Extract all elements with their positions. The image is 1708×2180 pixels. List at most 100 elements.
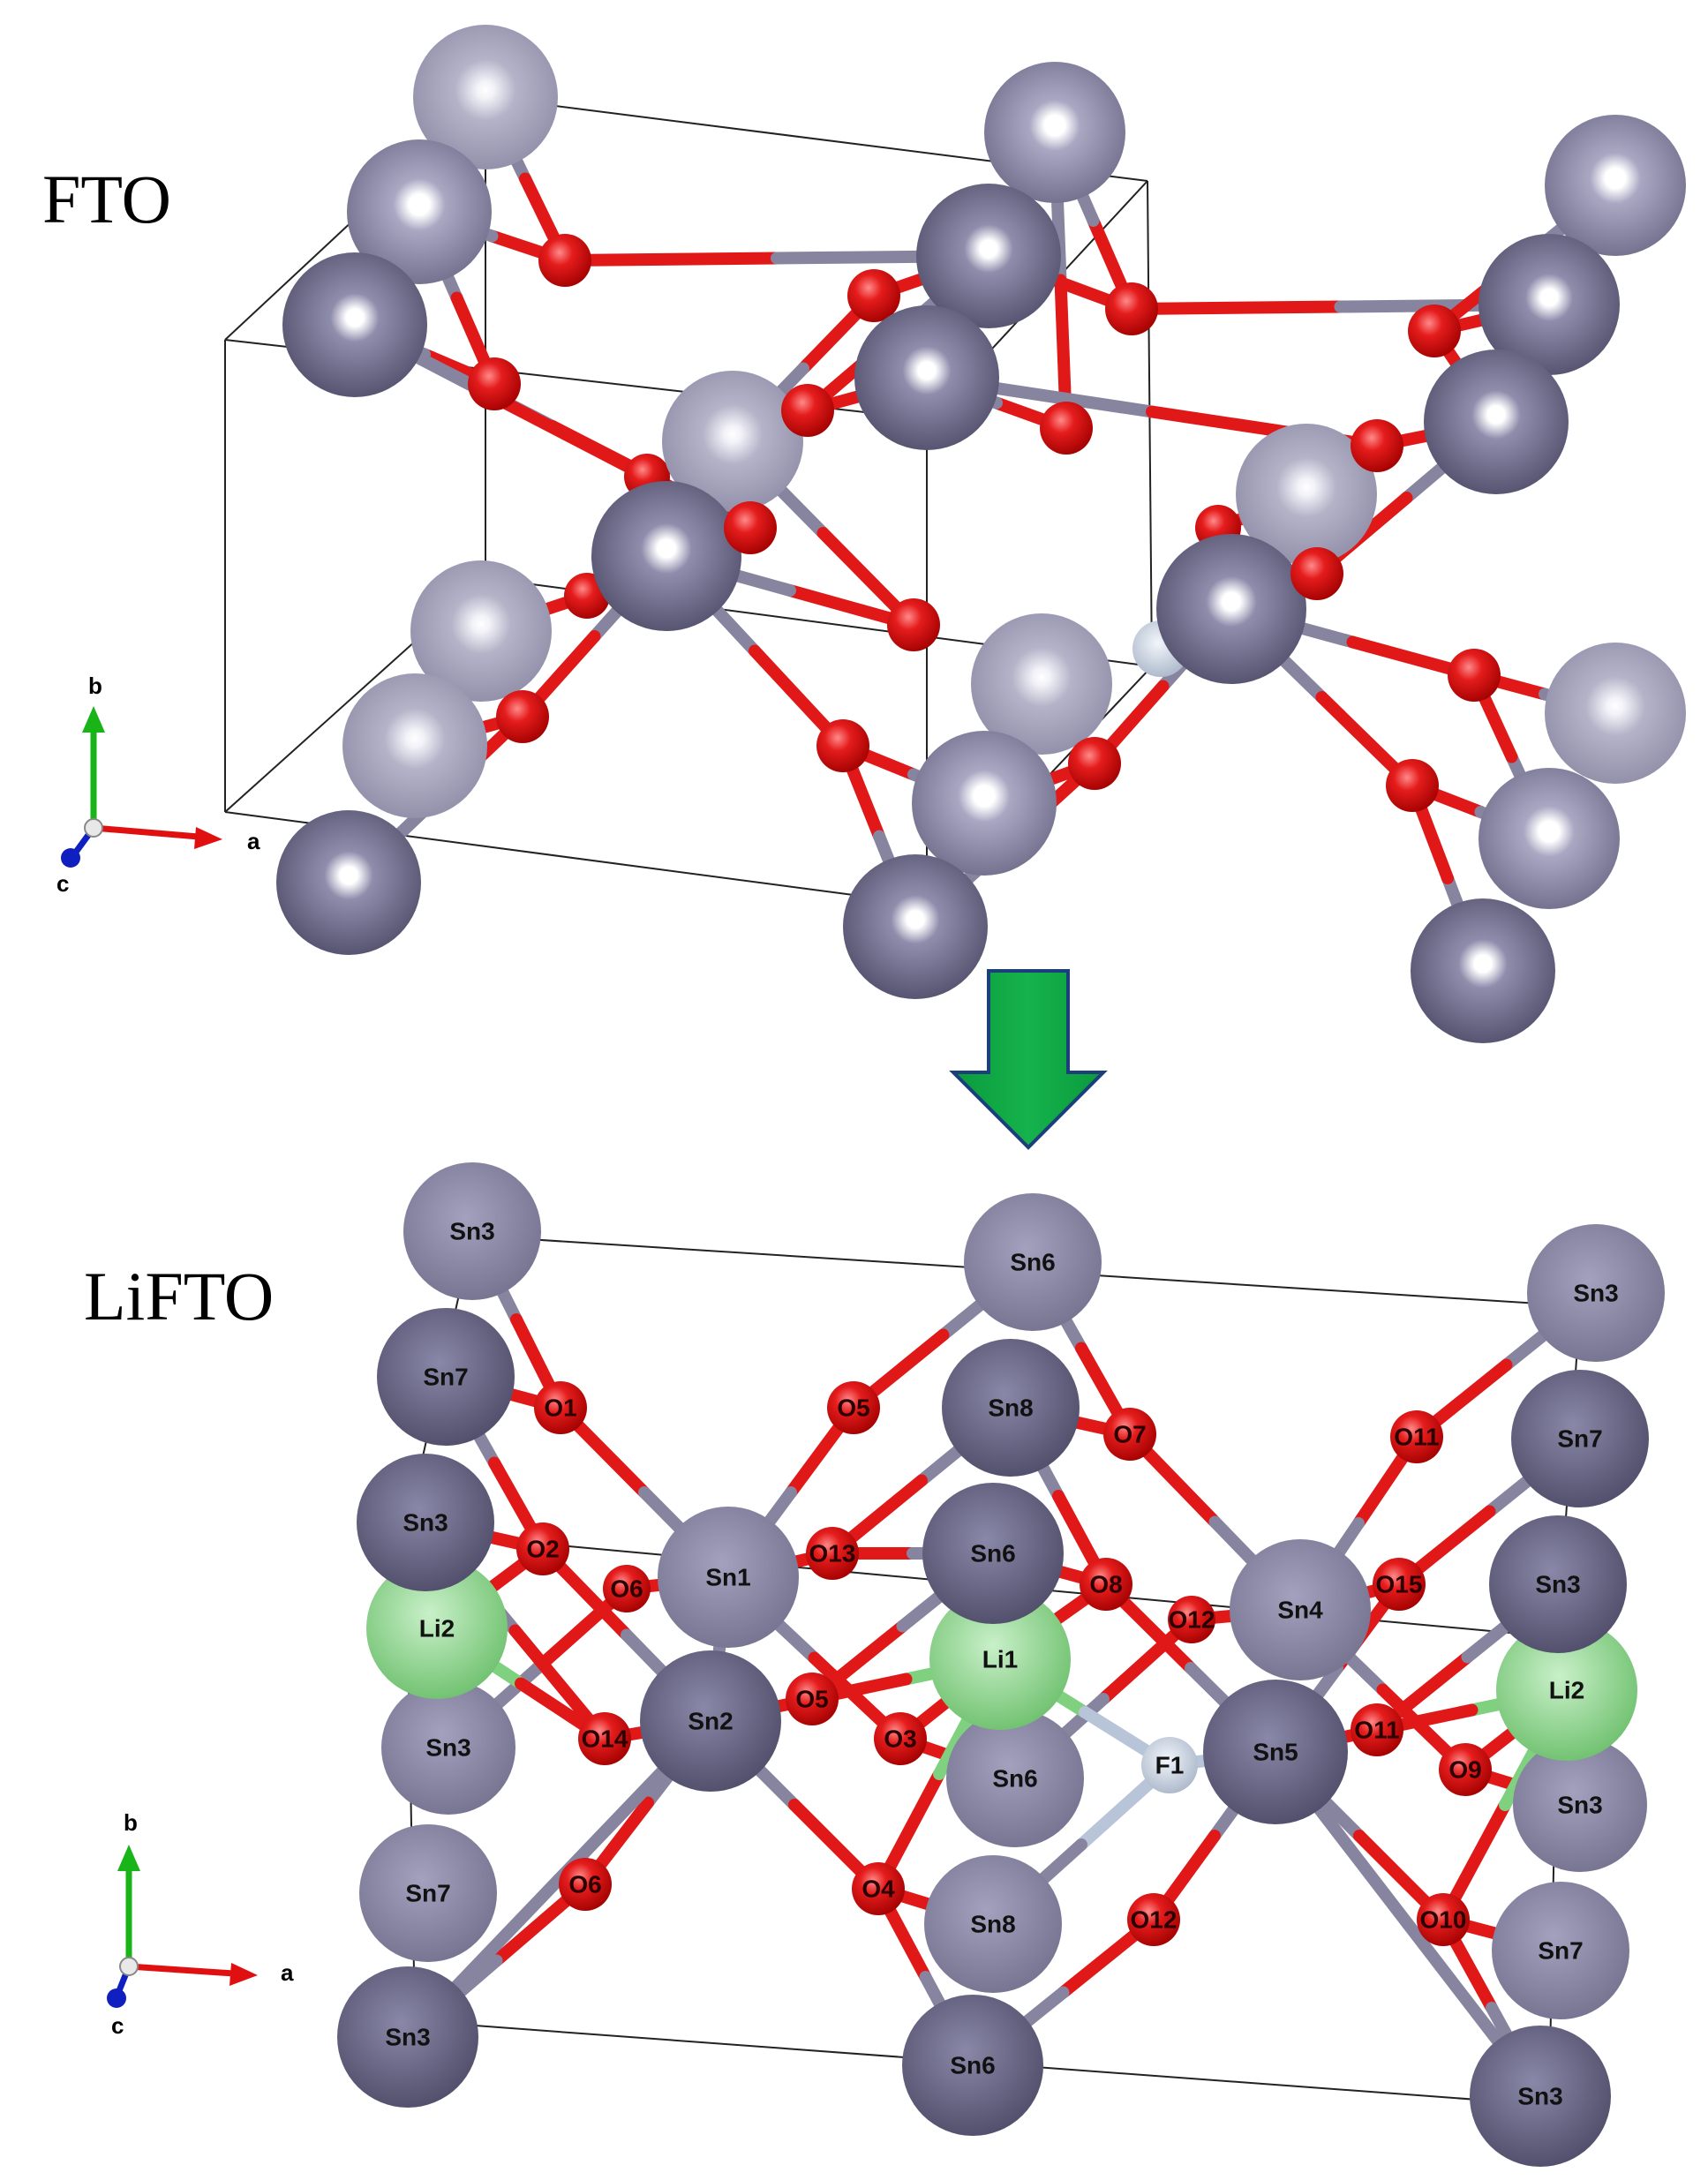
sn6-atom <box>922 1483 1064 1624</box>
sn-atom <box>912 731 1057 876</box>
c-axis-head-top <box>61 848 80 868</box>
o13-label: O13 <box>809 1539 856 1567</box>
sn5-label: Sn5 <box>1253 1738 1298 1765</box>
sn7-atom <box>377 1308 515 1446</box>
sn7-label: Sn7 <box>1538 1936 1583 1964</box>
sn7-label: Sn7 <box>1557 1425 1602 1452</box>
o9-label: O9 <box>1448 1755 1481 1783</box>
sn6-atom <box>964 1193 1102 1331</box>
sn3-label: Sn3 <box>403 1508 448 1536</box>
sn3-atom <box>1527 1224 1665 1362</box>
sn3-label: Sn3 <box>1573 1279 1618 1306</box>
o5-atom <box>786 1673 839 1725</box>
o11-atom <box>1351 1703 1403 1756</box>
sn-atom <box>984 62 1125 203</box>
o2-atom <box>516 1522 569 1575</box>
o11-label: O11 <box>1354 1716 1399 1743</box>
sn-atom <box>413 25 558 169</box>
sn3-atom <box>337 1966 478 2108</box>
sn6-atom <box>902 1995 1043 2136</box>
title-lifto: LiFTO <box>84 1258 274 1334</box>
cell-edge <box>1147 180 1153 667</box>
sn1-label: Sn1 <box>705 1563 750 1590</box>
o5-label: O5 <box>795 1685 828 1712</box>
li1-atom <box>929 1589 1071 1730</box>
sn-atom <box>854 305 999 450</box>
o10-atom <box>1417 1893 1470 1946</box>
o3-atom <box>874 1712 927 1765</box>
sn-atom <box>1411 898 1555 1043</box>
o15-label: O15 <box>1376 1570 1423 1597</box>
o-atom <box>847 269 900 322</box>
o-atom <box>781 384 834 437</box>
sn3-atom <box>357 1454 494 1591</box>
sn6-atom <box>946 1710 1084 1847</box>
sn-atom <box>276 810 421 955</box>
fto-atoms <box>276 25 1686 1043</box>
o12-atom <box>1168 1596 1215 1643</box>
axis-triad-bottom: b a c <box>107 1809 294 2039</box>
o-atom <box>1448 649 1501 702</box>
li1-label: Li1 <box>982 1645 1018 1673</box>
o6-atom <box>559 1858 612 1911</box>
bond-segment <box>559 252 783 267</box>
o-atom <box>816 719 869 772</box>
o-atom <box>887 598 940 651</box>
o-atom <box>1408 304 1461 357</box>
li2-atom <box>366 1558 508 1699</box>
o10-label: O10 <box>1420 1906 1467 1933</box>
o1-label: O1 <box>544 1394 576 1421</box>
sn3-label: Sn3 <box>1557 1791 1602 1818</box>
sn7-atom <box>1492 1882 1629 2019</box>
sn3-label: Sn3 <box>1535 1570 1580 1597</box>
o7-label: O7 <box>1113 1420 1146 1447</box>
sn3-atom <box>381 1680 515 1815</box>
sn3-atom <box>1470 2026 1611 2167</box>
o-atom <box>1105 282 1158 335</box>
o9-atom <box>1439 1743 1492 1796</box>
axis-label-a-bottom: a <box>281 1959 294 1986</box>
o8-label: O8 <box>1089 1570 1122 1597</box>
sn-atom <box>1545 115 1686 256</box>
fto-structure <box>224 25 1686 1043</box>
b-axis-arrowhead-top <box>82 706 105 733</box>
a-axis-arrowhead-bottom <box>229 1963 258 1986</box>
o-atom <box>1351 419 1403 472</box>
sn3-atom <box>1489 1515 1627 1653</box>
o1-atom <box>534 1381 587 1434</box>
sn-atom <box>342 673 487 818</box>
axis-label-c-bottom: c <box>111 2012 124 2039</box>
axis-label-b-top: b <box>88 673 102 699</box>
transformation-arrow <box>949 969 1108 1150</box>
o-atom <box>496 690 549 743</box>
o-atom <box>538 234 591 287</box>
sn3-label: Sn3 <box>449 1217 494 1244</box>
o7-atom <box>1103 1408 1156 1461</box>
a-axis-arrowhead-top <box>194 827 222 849</box>
o4-label: O4 <box>862 1875 895 1902</box>
f1-label: F1 <box>1155 1751 1185 1778</box>
sn-atom <box>662 371 803 512</box>
li2-atom <box>1496 1620 1637 1761</box>
sn3-atom <box>1513 1738 1647 1872</box>
sn-atom <box>1545 643 1686 784</box>
sn4-label: Sn4 <box>1277 1596 1323 1623</box>
o13-atom <box>806 1527 859 1580</box>
o11-label: O11 <box>1394 1423 1439 1450</box>
axis-label-b-bottom: b <box>124 1809 138 1836</box>
o2-label: O2 <box>526 1535 559 1562</box>
o12-label: O12 <box>1131 1906 1178 1933</box>
o4-atom <box>852 1862 905 1915</box>
sn3-label: Sn3 <box>425 1733 470 1761</box>
sn-atom <box>410 560 552 702</box>
c-axis-head-bottom <box>107 1988 126 2008</box>
sn-atom <box>591 481 741 631</box>
o5-label: O5 <box>837 1394 869 1421</box>
sn8-label: Sn8 <box>970 1910 1015 1937</box>
sn4-atom <box>1230 1539 1371 1680</box>
sn-atom <box>843 854 988 999</box>
sn8-label: Sn8 <box>988 1394 1033 1421</box>
o-atom <box>1040 402 1093 455</box>
o5-atom <box>827 1381 880 1434</box>
o14-label: O14 <box>582 1725 628 1752</box>
